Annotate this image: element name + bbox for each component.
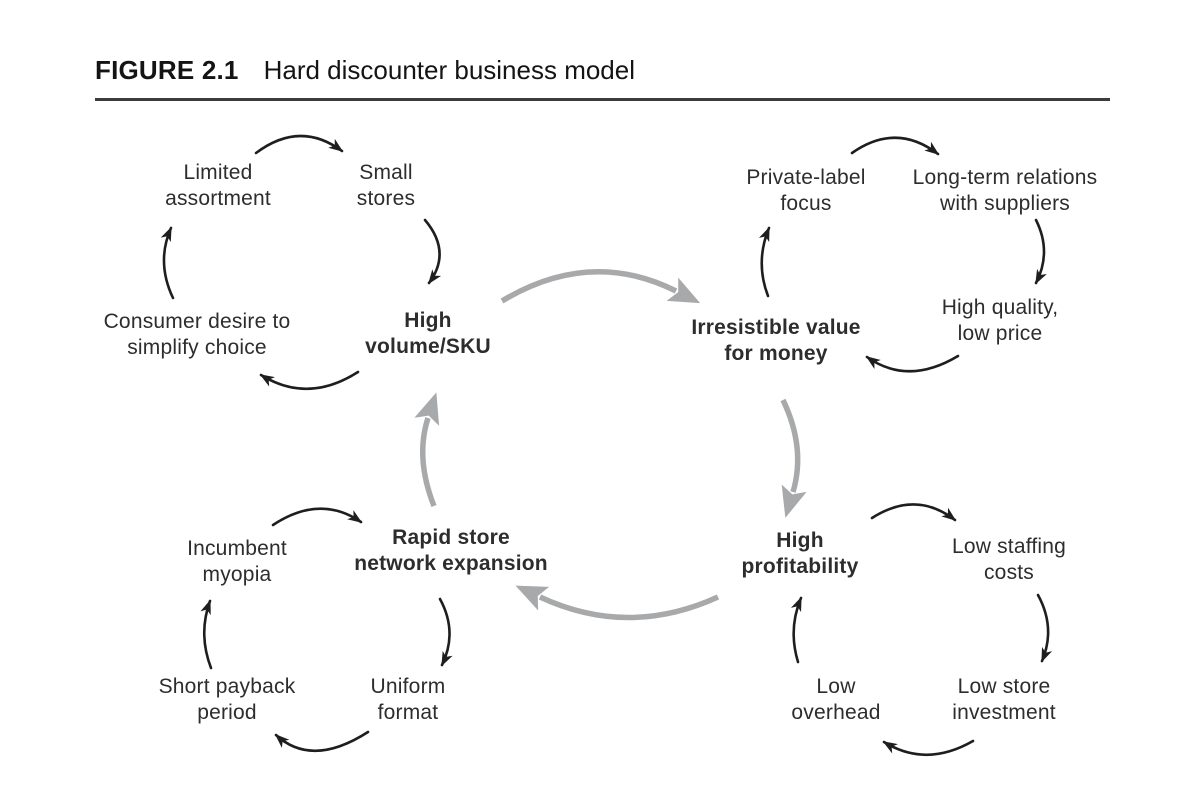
node-private-label-focus: Private-label focus <box>746 166 866 215</box>
arrow-payback-to-myopia <box>200 599 213 670</box>
arrow-profitability-to-staffing <box>870 503 957 522</box>
arrow-staffing-to-investment <box>1036 593 1053 663</box>
figure-title: Hard discounter business model <box>263 55 636 85</box>
node-high-volume-sku: High volume/SKU <box>365 309 491 358</box>
node-long-term-relations: Long-term relations with suppliers <box>912 166 1098 215</box>
arrow-uniform-to-payback <box>274 730 370 753</box>
node-irresistible-value: Irresistible value for money <box>691 316 861 365</box>
node-rapid-store-expansion: Rapid store network expansion <box>354 526 548 575</box>
arrow-investment-to-overhead <box>882 739 975 757</box>
node-low-store-investment: Low store investment <box>952 675 1056 724</box>
arrow-value-to-privatelabel <box>758 226 771 298</box>
node-small-stores: Small stores <box>356 161 416 210</box>
node-short-payback: Short payback period <box>158 675 296 724</box>
node-high-profitability: High profitability <box>741 529 859 578</box>
figure-number: FIGURE 2.1 <box>95 55 239 85</box>
arrow-volume-to-value <box>500 269 701 304</box>
arrow-profitability-to-expansion <box>515 585 720 621</box>
arrow-longterm-to-quality <box>1034 218 1047 285</box>
arrow-rapidstore-to-uniform <box>438 597 453 667</box>
arrow-consumer-to-limited <box>160 226 175 300</box>
caption-divider <box>95 98 1110 101</box>
arrow-myopia-to-rapidstore <box>271 507 363 527</box>
figure-caption: FIGURE 2.1 Hard discounter business mode… <box>95 55 635 86</box>
node-low-staffing-costs: Low staffing costs <box>951 535 1067 584</box>
node-high-quality-low-price: High quality, low price <box>941 296 1059 345</box>
node-low-overhead: Low overhead <box>791 675 881 724</box>
arrow-expansion-to-volume <box>414 392 440 508</box>
arrow-overhead-to-profitability <box>790 596 803 664</box>
node-incumbent-myopia: Incumbent myopia <box>187 537 287 586</box>
arrow-small-to-volume <box>423 218 442 285</box>
node-uniform-format: Uniform format <box>370 675 446 724</box>
node-limited-assortment: Limited assortment <box>165 161 271 210</box>
arrow-privatelabel-to-longterm <box>850 136 940 156</box>
node-consumer-desire: Consumer desire to simplify choice <box>103 310 291 359</box>
arrow-volume-to-consumer <box>259 370 360 391</box>
arrow-limited-to-small <box>254 134 344 155</box>
arrow-value-to-profitability <box>780 398 807 518</box>
arrow-quality-to-value <box>865 354 960 373</box>
